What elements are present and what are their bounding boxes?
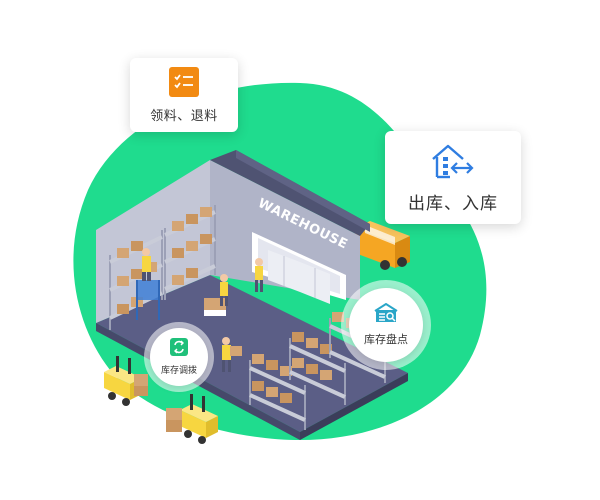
stocktake-badge[interactable]: 库存盘点: [349, 288, 423, 362]
warehouse-floor: [96, 275, 408, 432]
picking-returning-card[interactable]: 领料、退料: [130, 58, 238, 132]
warehouse-transfer-icon: [430, 141, 476, 181]
transfer-label: 库存调拨: [160, 366, 197, 376]
picking-returning-label: 领料、退料: [150, 108, 218, 124]
transfer-cycle-icon: [170, 338, 188, 360]
worker-carrying-box: [222, 337, 242, 372]
outbound-inbound-label: 出库、入库: [408, 194, 498, 214]
stocktake-icon: [374, 302, 398, 327]
worker-with-pallet: [204, 274, 228, 316]
warehouse-roof-sign: [210, 150, 370, 236]
truck-illustration: [355, 221, 410, 270]
outbound-inbound-card[interactable]: 出库、入库: [385, 131, 521, 224]
worker-near-door: [255, 258, 263, 292]
transfer-badge[interactable]: 库存调拨: [150, 328, 208, 386]
checklist-icon: [169, 66, 199, 97]
cabinet-group: [268, 250, 330, 304]
stocktake-label: 库存盘点: [364, 333, 408, 346]
forklift-left: [104, 356, 148, 406]
worker-on-ladder: [136, 248, 160, 320]
forklift-right: [166, 394, 218, 444]
